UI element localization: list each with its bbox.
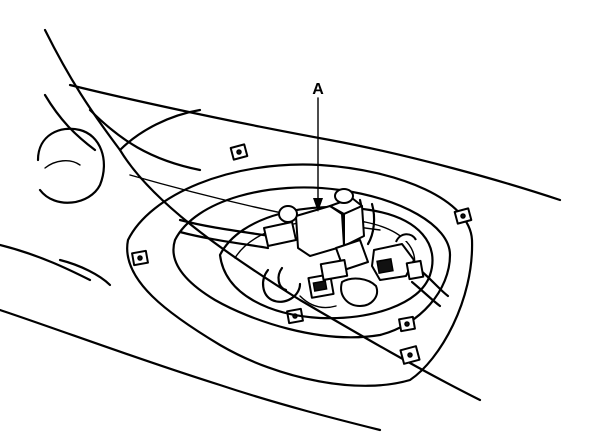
callout-a-label: A [312, 81, 324, 98]
bolt-icon [399, 345, 421, 365]
bolt-icon [398, 315, 416, 333]
bolt-icon [453, 207, 473, 225]
bolt-icon [229, 143, 249, 161]
callout-a: A [312, 81, 324, 212]
fuel-pump-module [263, 188, 425, 309]
service-opening [126, 163, 474, 387]
bolt-icon [131, 249, 149, 267]
mounting-bolts [131, 143, 473, 365]
arrow-head-icon [313, 198, 323, 212]
seat-cushion-shape [36, 127, 105, 204]
